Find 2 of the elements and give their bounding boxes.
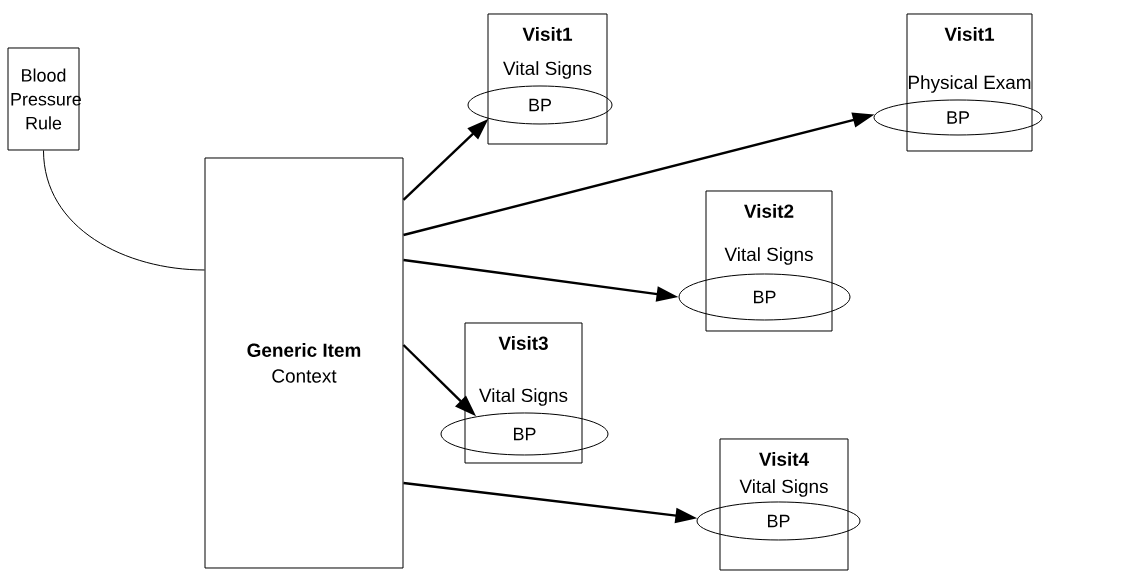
connector-line <box>43 150 205 271</box>
item-box: Generic Item Context <box>204 157 404 569</box>
